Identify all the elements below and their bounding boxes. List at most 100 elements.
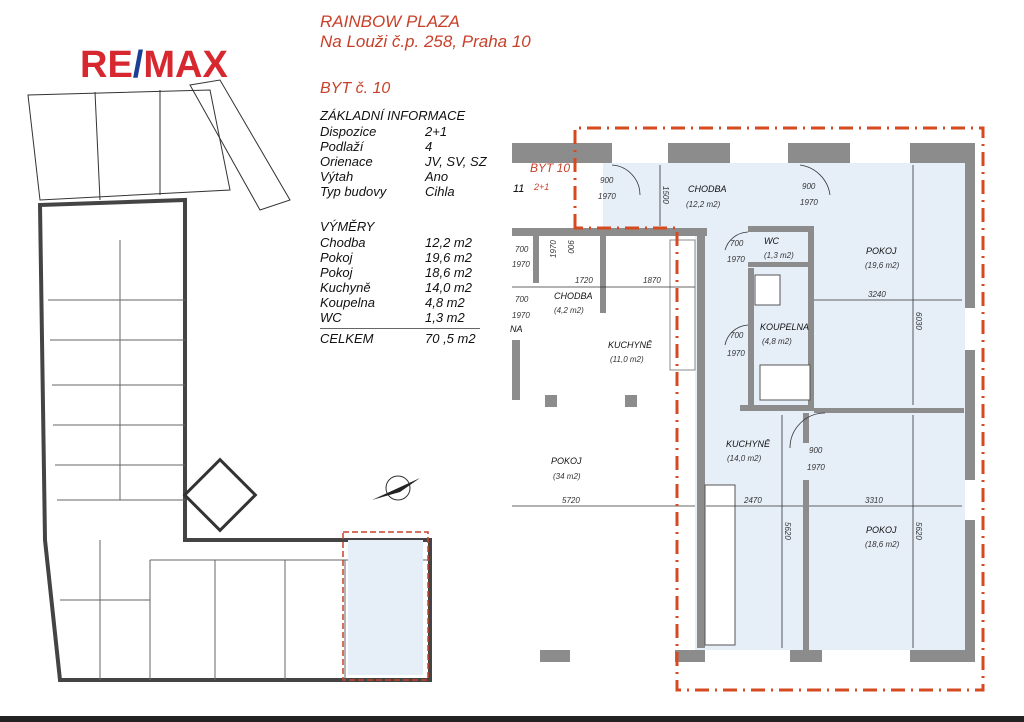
info-key: Koupelna — [320, 295, 375, 310]
plan-text: 900 — [809, 446, 823, 455]
apartment-title: BYT č. 10 — [320, 80, 391, 97]
stair-core — [182, 457, 258, 533]
plan-text: 900 — [802, 182, 816, 191]
plan-text: 1970 — [727, 255, 745, 264]
info-value: 1,3 m2 — [425, 310, 465, 325]
plan-text: 3310 — [865, 496, 883, 505]
info-row: WC 1,3 m2 — [320, 310, 490, 325]
info-value: Ano — [425, 169, 449, 184]
plan-text: 2470 — [743, 496, 762, 505]
property-address: Na Louži č.p. 258, Praha 10 — [320, 32, 531, 51]
plan-text: POKOJ — [551, 456, 582, 466]
plan-text: (1,3 m2) — [764, 251, 794, 260]
plan-text: 900 — [566, 240, 575, 254]
plan-text: CHODBA — [554, 291, 593, 301]
compass-icon — [372, 475, 420, 501]
info-key: Orienace — [320, 154, 373, 169]
unit-highlight — [348, 540, 423, 675]
info-value: 14,0 m2 — [425, 280, 472, 295]
info-row: Chodba 12,2 m2 — [320, 235, 490, 250]
neighbor-unit-label: 11 — [513, 183, 524, 195]
plan-text: WC — [764, 236, 779, 246]
plan-text: KUCHYNĚ — [608, 340, 653, 350]
unit-detail-plan: BYT 10 2+1 11 NA CHODBA(12,2 m2) CHODBA(… — [510, 126, 985, 692]
parking-area — [27, 89, 231, 201]
bottom-bar — [0, 716, 1024, 722]
info-value: 4,8 m2 — [425, 295, 465, 310]
areas-heading: VÝMĚRY — [320, 219, 375, 234]
property-title: RAINBOW PLAZA — [320, 12, 460, 31]
plan-text: 700 — [730, 239, 744, 248]
building-overview-plan — [27, 79, 432, 682]
info-value: Cihla — [425, 184, 455, 199]
plan-text: KUCHYNĚ — [726, 439, 771, 449]
plan-text: POKOJ — [866, 246, 897, 256]
room-labels: CHODBA(12,2 m2) CHODBA(4,2 m2) KUCHYNĚ(1… — [551, 184, 900, 549]
plan-text: 1970 — [598, 192, 616, 201]
unit-boundary — [573, 126, 985, 692]
plan-text: (11,0 m2) — [610, 355, 644, 364]
plan-text: 1500 — [661, 186, 670, 204]
plan-text: 1970 — [807, 463, 825, 472]
info-key: Pokoj — [320, 250, 353, 265]
ramp-area — [189, 79, 291, 211]
plan-text: 5720 — [562, 496, 580, 505]
info-key: Typ budovy — [320, 184, 387, 199]
info-key: Chodba — [320, 235, 366, 250]
info-row: Podlaží 4 — [320, 139, 490, 154]
info-value: 12,2 m2 — [425, 235, 472, 250]
plan-text: (4,2 m2) — [554, 306, 584, 315]
plan-text: 1970 — [512, 311, 530, 320]
info-value: 18,6 m2 — [425, 265, 472, 280]
unit-type: 2+1 — [533, 182, 549, 192]
property-header: RAINBOW PLAZA Na Louži č.p. 258, Praha 1… — [320, 12, 531, 52]
basic-info-heading: ZÁKLADNÍ INFORMACE — [320, 108, 466, 123]
remax-logo: RE/MAX — [80, 44, 228, 86]
plan-text: (19,6 m2) — [865, 261, 900, 270]
plan-text: 1870 — [643, 276, 661, 285]
info-value: JV, SV, SZ — [425, 154, 487, 169]
plan-text: (34 m2) — [553, 472, 581, 481]
info-row: Dispozice 2+1 — [320, 124, 490, 139]
info-key: WC — [320, 310, 342, 325]
info-value: 2+1 — [425, 124, 448, 139]
dimension-lines — [512, 164, 962, 648]
info-value: 19,6 m2 — [425, 250, 472, 265]
plan-text: 1970 — [800, 198, 818, 207]
plan-text: 1970 — [549, 240, 558, 258]
info-value: 4 — [425, 139, 433, 154]
plan-text: 5620 — [914, 522, 923, 540]
info-key: Dispozice — [320, 124, 377, 139]
plan-text: (14,0 m2) — [727, 454, 762, 463]
info-row: Pokoj 19,6 m2 — [320, 250, 490, 265]
dimension-labels: 1500 1720 1870 3240 6030 5720 2470 3310 … — [562, 186, 923, 540]
walls — [512, 143, 975, 662]
info-key: Pokoj — [320, 265, 353, 280]
plan-text: 3240 — [868, 290, 886, 299]
plan-text: 5620 — [783, 522, 792, 540]
plan-text: 700 — [730, 331, 744, 340]
partial-room-label: NA — [510, 324, 523, 334]
plan-text: 700 — [515, 295, 529, 304]
info-key: Kuchyně — [320, 280, 371, 295]
plan-text: (4,8 m2) — [762, 337, 792, 346]
info-row: Typ budovy Cihla — [320, 184, 490, 199]
plan-text: 1970 — [727, 349, 745, 358]
info-row: Koupelna 4,8 m2 — [320, 295, 490, 310]
plan-text: (18,6 m2) — [865, 540, 900, 549]
plan-text: 900 — [600, 176, 614, 185]
plan-text: POKOJ — [866, 525, 897, 535]
plan-text: 1970 — [512, 260, 530, 269]
unit-label: BYT 10 — [530, 161, 570, 175]
plan-text: (12,2 m2) — [686, 200, 721, 209]
info-key: Podlaží — [320, 139, 364, 154]
info-row: Pokoj 18,6 m2 — [320, 265, 490, 280]
info-row: Orienace JV, SV, SZ — [320, 154, 490, 169]
unit-marker — [342, 531, 429, 681]
plan-text: 6030 — [914, 312, 923, 330]
